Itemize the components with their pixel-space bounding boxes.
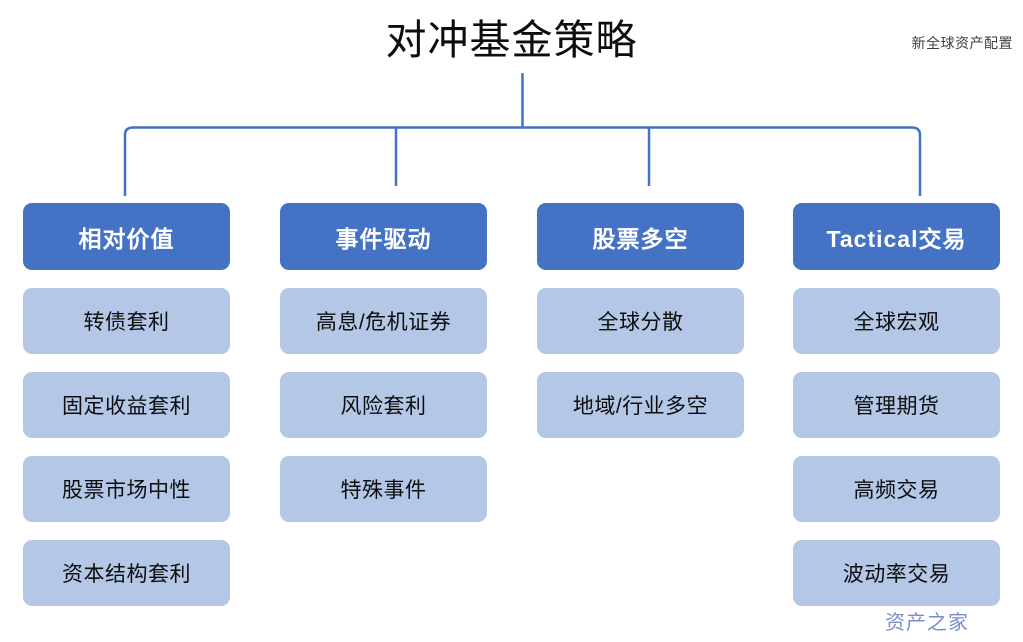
leaf-item[interactable]: 管理期货 (793, 372, 1000, 438)
leaf-list-equity-long-short: 全球分散 地域/行业多空 (537, 288, 744, 438)
watermark-top-right: 新全球资产配置 (911, 35, 1013, 51)
leaf-item[interactable]: 风险套利 (280, 372, 487, 438)
page-title: 对冲基金策略 (385, 17, 638, 63)
branch-header-event-driven[interactable]: 事件驱动 (280, 203, 487, 270)
leaf-item[interactable]: 高频交易 (793, 456, 1000, 522)
leaf-item[interactable]: 全球宏观 (793, 288, 1000, 354)
branch-header-tactical-trading[interactable]: Tactical交易 (793, 203, 1000, 270)
leaf-item[interactable]: 资本结构套利 (23, 540, 230, 606)
branch-column-relative-value: 相对价值 转债套利 固定收益套利 股票市场中性 资本结构套利 (23, 203, 230, 624)
branch-column-equity-long-short: 股票多空 全球分散 地域/行业多空 (537, 203, 744, 456)
leaf-item[interactable]: 特殊事件 (280, 456, 487, 522)
leaf-item[interactable]: 股票市场中性 (23, 456, 230, 522)
leaf-item[interactable]: 波动率交易 (793, 540, 1000, 606)
branch-header-relative-value[interactable]: 相对价值 (23, 203, 230, 270)
watermark-bottom-right: 资产之家 (885, 612, 969, 634)
leaf-item[interactable]: 地域/行业多空 (537, 372, 744, 438)
leaf-item[interactable]: 高息/危机证券 (280, 288, 487, 354)
leaf-list-event-driven: 高息/危机证券 风险套利 特殊事件 (280, 288, 487, 522)
branch-column-tactical-trading: Tactical交易 全球宏观 管理期货 高频交易 波动率交易 (793, 203, 1000, 624)
branch-header-equity-long-short[interactable]: 股票多空 (537, 203, 744, 270)
leaf-item[interactable]: 转债套利 (23, 288, 230, 354)
leaf-item[interactable]: 全球分散 (537, 288, 744, 354)
branch-column-event-driven: 事件驱动 高息/危机证券 风险套利 特殊事件 (280, 203, 487, 540)
connector-bus (123, 126, 922, 196)
leaf-list-tactical-trading: 全球宏观 管理期货 高频交易 波动率交易 (793, 288, 1000, 606)
leaf-item[interactable]: 固定收益套利 (23, 372, 230, 438)
leaf-list-relative-value: 转债套利 固定收益套利 股票市场中性 资本结构套利 (23, 288, 230, 606)
